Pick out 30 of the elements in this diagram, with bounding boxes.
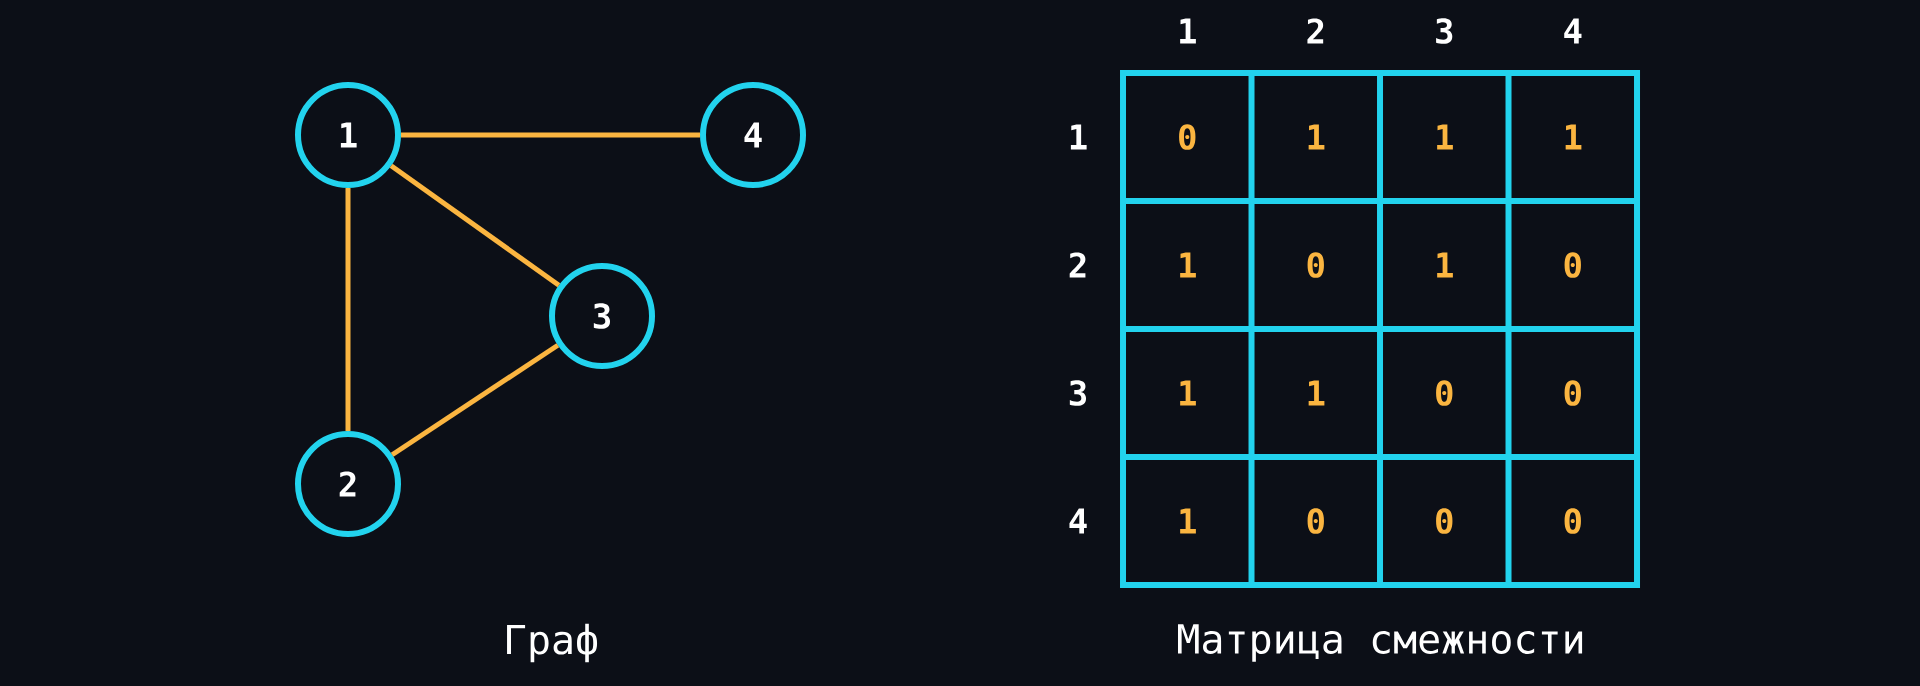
cell-value: 1	[1308, 124, 1325, 150]
column-header: 2	[1307, 18, 1324, 44]
column-header: 1	[1180, 18, 1196, 44]
cell-value: 0	[1307, 252, 1324, 278]
edge-line	[401, 132, 700, 138]
cell-value: 0	[1307, 508, 1324, 534]
row-header: 1	[1070, 124, 1087, 150]
cell-value: 0	[1564, 252, 1581, 278]
cell-value: 0	[1564, 380, 1581, 406]
cell-value: 0	[1564, 508, 1581, 534]
cell-value: 1	[1180, 380, 1196, 406]
cell-value: 1	[1565, 124, 1582, 150]
caption: Матрица смежности	[1178, 624, 1583, 662]
caption: Граф	[507, 623, 598, 663]
column-header: 3	[1436, 18, 1453, 44]
cell-value: 0	[1179, 124, 1196, 150]
cell-value: 1	[1308, 380, 1325, 406]
cell-value: 0	[1436, 380, 1453, 406]
row-header: 3	[1069, 380, 1087, 406]
cell-value: 1	[1180, 252, 1196, 278]
cell-value: 0	[1436, 508, 1453, 534]
cell-value: 1	[1437, 124, 1453, 150]
row-header: 2	[1069, 252, 1086, 278]
edge-line	[345, 188, 351, 431]
edge-line	[390, 343, 560, 457]
column-header: 4	[1564, 18, 1582, 44]
row-header: 4	[1069, 508, 1087, 534]
cell-value: 1	[1437, 252, 1453, 278]
edge-line	[389, 163, 561, 288]
cell-value: 1	[1180, 508, 1196, 534]
